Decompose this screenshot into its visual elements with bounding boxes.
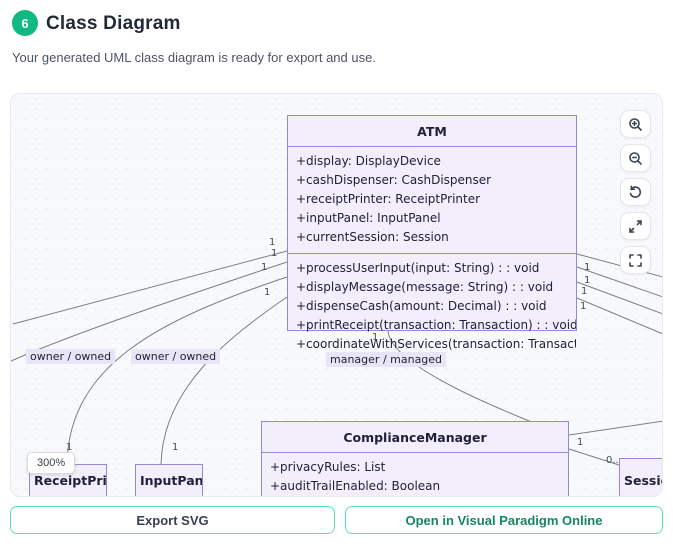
uml-class-atm[interactable]: ATM +display: DisplayDevice +cashDispens… <box>287 115 577 351</box>
multiplicity-label: 1 <box>584 262 591 273</box>
attribute-row: +display: DisplayDevice <box>296 154 441 168</box>
zoom-toolbar <box>620 110 651 274</box>
method-row: +dispenseCash(amount: Decimal) : : void <box>296 299 547 313</box>
zoom-out-button[interactable] <box>620 144 651 172</box>
attribute-row: +privacyRules: List <box>270 460 386 474</box>
reset-view-icon <box>629 185 642 198</box>
edge-label-owner-owned-1: owner / owned <box>26 349 116 364</box>
multiplicity-label: 1 <box>261 262 268 273</box>
zoom-out-icon <box>629 151 642 165</box>
zoom-level-tooltip: 300% <box>27 452 76 474</box>
method-row: +printReceipt(transaction: Transaction) … <box>296 318 576 332</box>
multiplicity-label: 1 <box>577 437 584 448</box>
uml-class-compliance-manager[interactable]: ComplianceManager +privacyRules: List +a… <box>261 421 569 496</box>
attribute-row: +inputPanel: InputPanel <box>296 211 441 225</box>
class-name: InputPanel <box>140 473 202 488</box>
multiplicity-label: 1 <box>271 248 278 259</box>
method-row: +coordinateWithServices(transaction: Tra… <box>296 337 576 351</box>
page-title: Class Diagram <box>46 13 181 34</box>
class-name: ComplianceManager <box>262 422 568 453</box>
attribute-row: +auditTrailEnabled: Boolean <box>270 479 441 493</box>
class-name: ATM <box>288 116 576 147</box>
multiplicity-label: 1 <box>66 442 73 453</box>
open-visual-paradigm-button[interactable]: Open in Visual Paradigm Online <box>345 506 663 534</box>
multiplicity-label: 1 <box>372 332 379 343</box>
multiplicity-label: 1 <box>580 301 587 312</box>
fullscreen-icon <box>629 253 642 267</box>
page-subtitle: Your generated UML class diagram is read… <box>12 50 376 65</box>
edge-label-owner-owned-2: owner / owned <box>131 349 221 364</box>
reset-view-button[interactable] <box>620 178 651 206</box>
multiplicity-label: 1 <box>172 442 179 453</box>
zoom-in-button[interactable] <box>620 110 651 138</box>
expand-button[interactable] <box>620 212 651 240</box>
class-methods: +processUserInput(input: String) : : voi… <box>288 253 576 360</box>
uml-class-session[interactable]: Session <box>619 458 662 496</box>
fullscreen-button[interactable] <box>620 246 651 274</box>
multiplicity-label: 1 <box>264 287 271 298</box>
step-number-badge: 6 <box>12 10 38 36</box>
diagram-canvas[interactable]: ATM +display: DisplayDevice +cashDispens… <box>10 93 663 497</box>
class-attributes: +privacyRules: List +auditTrailEnabled: … <box>262 453 568 496</box>
attribute-row: +receiptPrinter: ReceiptPrinter <box>296 192 481 206</box>
zoom-in-icon <box>629 117 642 131</box>
multiplicity-label: 1 <box>269 237 276 248</box>
edge-label-manager-managed: manager / managed <box>326 352 447 367</box>
multiplicity-label: 1 <box>584 275 591 286</box>
multiplicity-label: 0.. <box>606 455 619 466</box>
class-name: ReceiptPrinter <box>34 473 106 488</box>
multiplicity-label: 1 <box>581 286 588 297</box>
method-row: +displayMessage(message: String) : : voi… <box>296 280 554 294</box>
class-attributes: +display: DisplayDevice +cashDispenser: … <box>288 147 576 253</box>
expand-icon <box>629 219 642 233</box>
method-row: +processUserInput(input: String) : : voi… <box>296 261 540 275</box>
attribute-row: +currentSession: Session <box>296 230 449 244</box>
uml-class-input-panel[interactable]: InputPanel <box>135 464 203 496</box>
class-name: Session <box>624 473 662 488</box>
export-svg-button[interactable]: Export SVG <box>10 506 335 534</box>
attribute-row: +cashDispenser: CashDispenser <box>296 173 492 187</box>
